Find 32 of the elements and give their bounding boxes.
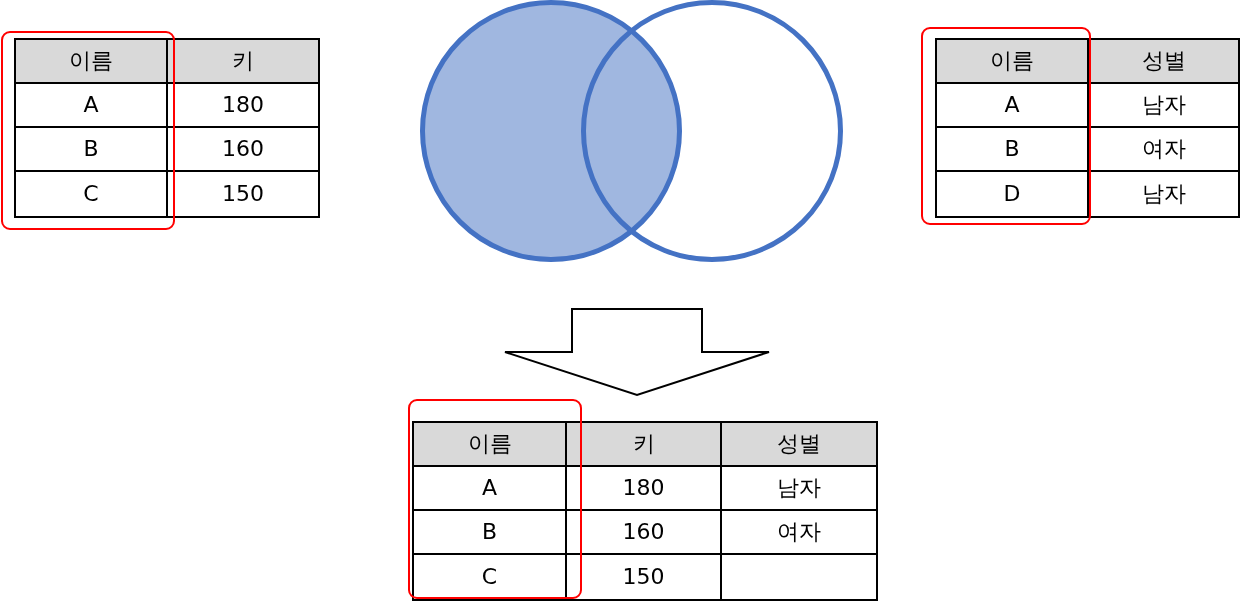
table-cell: 180 bbox=[567, 467, 722, 511]
table-cell: 160 bbox=[168, 128, 318, 172]
table-cell: 160 bbox=[567, 511, 722, 555]
table-cell: C bbox=[16, 172, 168, 216]
table-cell: 여자 bbox=[1089, 128, 1238, 172]
table-cell-text: 남자 bbox=[1140, 180, 1187, 208]
table-cell: A bbox=[937, 84, 1089, 128]
data-table bbox=[14, 38, 320, 218]
table-cell: D bbox=[937, 172, 1089, 216]
table-cell: B bbox=[414, 511, 567, 555]
header-cell: 이름 bbox=[937, 40, 1089, 84]
table-cell: 남자 bbox=[1089, 84, 1238, 128]
table-cell: 180 bbox=[168, 84, 318, 128]
data-table bbox=[935, 38, 1240, 218]
open-circle bbox=[581, 0, 843, 262]
table-cell-text: 150 bbox=[221, 180, 265, 208]
header-cell: 이름 bbox=[414, 423, 567, 467]
header-cell: 이름 bbox=[16, 40, 168, 84]
header-cell: 키 bbox=[168, 40, 318, 84]
table-cell: C bbox=[414, 555, 567, 599]
header-cell: 성별 bbox=[722, 423, 876, 467]
table-cell: 150 bbox=[567, 555, 722, 599]
block-arrow bbox=[504, 308, 770, 397]
header-cell: 성별 bbox=[1089, 40, 1238, 84]
table-cell: B bbox=[16, 128, 168, 172]
data-table bbox=[412, 421, 878, 601]
table-cell: 여자 bbox=[722, 511, 876, 555]
table-cell: A bbox=[414, 467, 567, 511]
table-cell: A bbox=[16, 84, 168, 128]
table-cell: 남자 bbox=[722, 467, 876, 511]
table-cell: B bbox=[937, 128, 1089, 172]
header-cell: 키 bbox=[567, 423, 722, 467]
